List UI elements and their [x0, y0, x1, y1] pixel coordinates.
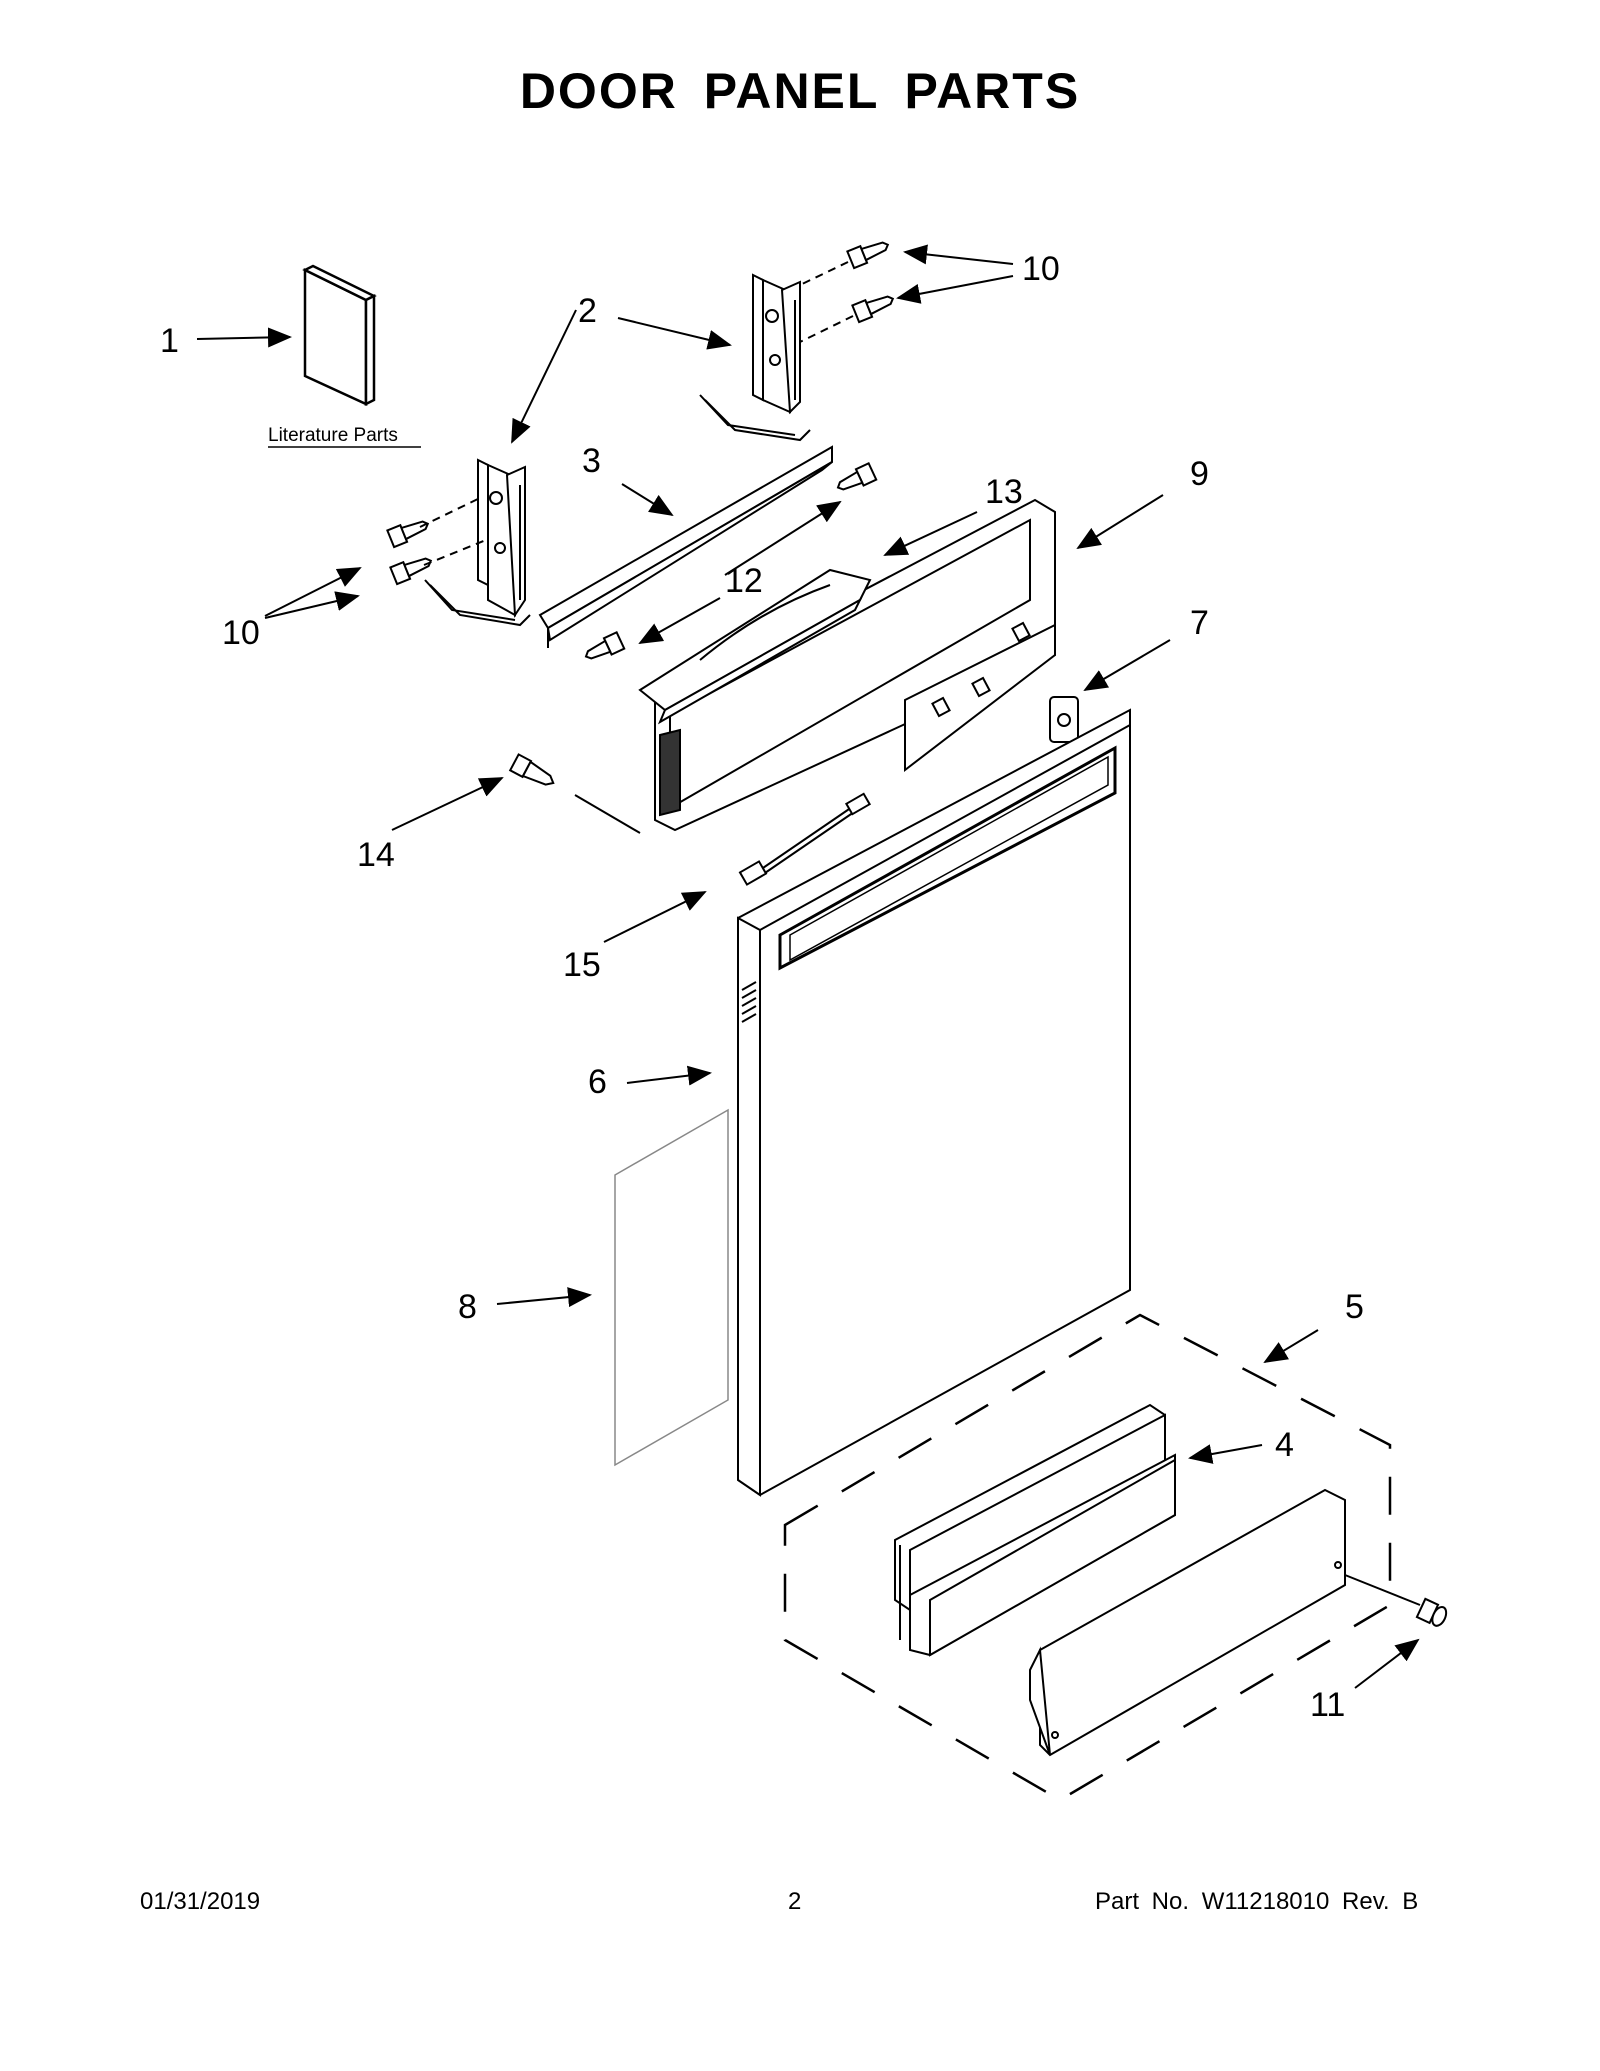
page-title: DOOR PANEL PARTS: [519, 63, 1081, 119]
kick-plate-screw-line: [1344, 1574, 1421, 1606]
hinge-screws: [386, 241, 895, 586]
vent-slots: [741, 981, 757, 1023]
callout-1: 1: [160, 322, 179, 360]
strip-screws: [584, 461, 878, 660]
callout-11: 11: [1310, 1686, 1345, 1724]
insulation-sheet: [614, 1108, 729, 1467]
control-console-housing: [654, 498, 1056, 832]
callout-8: 8: [458, 1288, 477, 1326]
hinge-cap: [1049, 696, 1079, 743]
callout-2: 2: [578, 292, 597, 330]
callout-5: 5: [1345, 1288, 1364, 1326]
kick-plate-screw: [1415, 1597, 1448, 1627]
callout-13: 13: [985, 473, 1023, 511]
panel-support-strip: [538, 445, 833, 648]
footer-part-number: Part No. W11218010 Rev. B: [1095, 1888, 1419, 1915]
console-screw: [508, 753, 555, 786]
callout-9: 9: [1190, 455, 1209, 493]
leader-arrows: [196, 244, 1420, 1689]
footer-date: 01/31/2019: [140, 1888, 261, 1915]
callout-14: 14: [357, 836, 395, 874]
callout-15: 15: [563, 946, 601, 984]
right-hinge-bracket: [699, 273, 811, 442]
callout-7: 7: [1190, 604, 1209, 642]
kick-plate: [1029, 1488, 1346, 1757]
wire-harness: [738, 792, 872, 886]
toekick-assembly-outline: [783, 1313, 1392, 1802]
left-hinge-bracket: [424, 458, 531, 627]
literature-booklet: [302, 264, 377, 407]
door-handle-latch: [638, 568, 872, 725]
callout-10-top: 10: [1022, 250, 1060, 288]
callout-10-left: 10: [222, 614, 260, 652]
literature-parts-label: Literature Parts: [268, 425, 398, 446]
callout-3: 3: [582, 442, 601, 480]
footer-page-number: 2: [788, 1888, 802, 1915]
console-screw-line: [574, 794, 641, 834]
toe-kick-panel: [894, 1403, 1176, 1657]
callout-4: 4: [1275, 1426, 1294, 1464]
screw-alignment-lines: [419, 261, 854, 566]
outer-door-panel: [737, 708, 1131, 1497]
callout-12: 12: [725, 562, 763, 600]
callout-6: 6: [588, 1063, 607, 1101]
